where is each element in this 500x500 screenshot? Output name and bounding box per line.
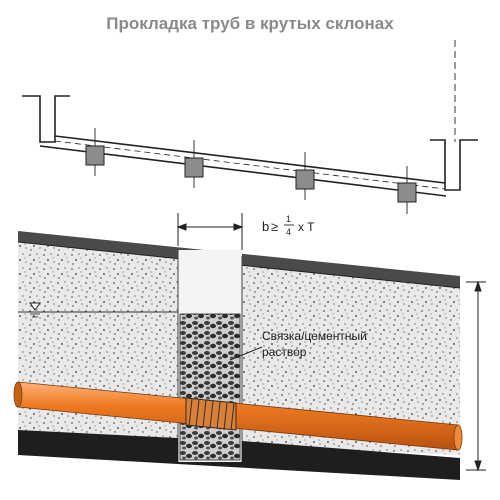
dimension-lhs: b bbox=[262, 219, 269, 234]
rubble-fill bbox=[179, 313, 241, 461]
callout-line1: Связка/цементный bbox=[262, 329, 367, 343]
water-level-icon bbox=[29, 302, 41, 311]
pipe bbox=[13, 381, 463, 451]
dimension-frac-den: 4 bbox=[286, 227, 291, 237]
dimension-b bbox=[176, 213, 244, 250]
pipe-end-left bbox=[13, 381, 23, 408]
channel-top-line bbox=[54, 135, 446, 184]
callout-leader bbox=[229, 346, 263, 361]
anchor-block bbox=[85, 145, 105, 166]
ground-base bbox=[18, 430, 460, 480]
dimension-frac-num: 1 bbox=[286, 214, 291, 224]
dimension-relation: ≥ bbox=[271, 219, 278, 234]
page-title: Прокладка труб в крутых склонах bbox=[106, 14, 394, 33]
anchor-blocks bbox=[85, 128, 417, 214]
anchor-block bbox=[184, 157, 204, 178]
callout-line2: раствор bbox=[262, 345, 307, 359]
channel-centerline bbox=[54, 140, 446, 190]
left-inlet-wall bbox=[22, 95, 70, 143]
dimension-rhs: x T bbox=[298, 220, 315, 234]
right-outlet-wall bbox=[430, 139, 478, 191]
pipe-end-right bbox=[453, 424, 463, 451]
dimension-formula: b ≥ 1 4 x T bbox=[262, 214, 315, 237]
anchor-block bbox=[397, 182, 417, 203]
anchor-block bbox=[295, 169, 315, 190]
channel-bottom-line bbox=[39, 145, 447, 197]
dimension-height bbox=[466, 280, 486, 472]
callout: Связка/цементный раствор bbox=[229, 329, 367, 361]
top-schematic bbox=[22, 40, 478, 197]
pipe-coupling bbox=[185, 397, 237, 431]
